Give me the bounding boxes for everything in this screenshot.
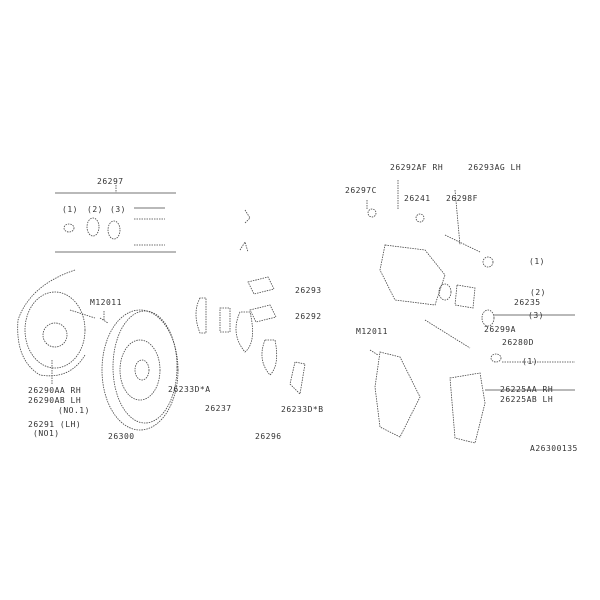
label-shield-rh: 26290AA RH xyxy=(28,386,82,395)
label-caliper-lh: 26293AG LH xyxy=(468,163,522,172)
label-ref-4: (1) xyxy=(522,357,538,366)
label-bolt-left: M12011 xyxy=(90,298,122,307)
label-shield-lh: 26290AB LH xyxy=(28,396,82,405)
label-seal: 26235 xyxy=(514,298,541,307)
bolt-left xyxy=(99,311,109,324)
label-hub-note: (NO1) xyxy=(33,429,60,438)
label-kit-item-1: (1) xyxy=(62,205,78,214)
label-pad-b: 26233D*B xyxy=(281,405,324,414)
label-kit-item-3: (3) xyxy=(110,205,126,214)
label-support-lh: 26225AB LH xyxy=(500,395,554,404)
dust-shield xyxy=(17,269,96,385)
label-shim: 26237 xyxy=(205,404,232,413)
label-bolt-right: M12011 xyxy=(356,327,388,336)
label-pad-kit: 26296 xyxy=(255,432,282,441)
label-caliper-rh: 26292AF RH xyxy=(390,163,444,172)
label-clip-1: 26293 xyxy=(295,286,322,295)
label-clip-2: 26292 xyxy=(295,312,322,321)
label-boot: 26280D xyxy=(502,338,534,347)
label-rotor: 26300 xyxy=(108,432,135,441)
label-support-rh: 26225AA RH xyxy=(500,385,554,394)
label-bleeder: 26297C xyxy=(345,186,377,195)
label-shield-note: (NO.1) xyxy=(58,406,90,415)
label-ref-2: (2) xyxy=(530,288,546,297)
label-pin: 26298F xyxy=(446,194,478,203)
label-pad-a: 26233D*A xyxy=(168,385,211,394)
label-kit: 26297 xyxy=(97,177,124,186)
label-ref-1: (1) xyxy=(529,257,545,266)
label-hub: 26291 (LH) xyxy=(28,420,82,429)
caliper-support xyxy=(369,349,575,444)
label-piston: 26299A xyxy=(484,325,516,334)
figure-id: A26300135 xyxy=(530,444,578,453)
brake-pads xyxy=(195,209,306,395)
label-bleeder-cap: 26241 xyxy=(404,194,431,203)
label-kit-item-2: (2) xyxy=(87,205,103,214)
brake-rotor xyxy=(101,309,179,431)
kit-table xyxy=(55,185,176,253)
caliper xyxy=(366,180,575,363)
label-ref-3: (3) xyxy=(528,311,544,320)
